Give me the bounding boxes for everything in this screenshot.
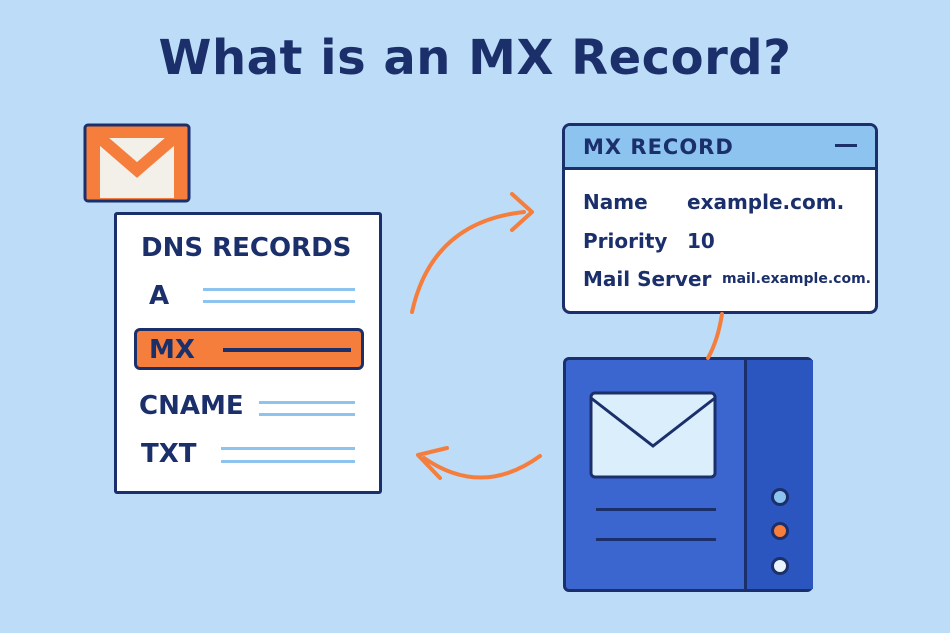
- mx-record-window: MX RECORD Name example.com. Priority 10 …: [562, 123, 878, 314]
- field-value-mail-server: mail.example.com.: [722, 271, 871, 287]
- arrow-icon: [416, 446, 449, 480]
- record-line: [221, 460, 355, 463]
- arrow-icon: [510, 192, 534, 232]
- record-label-mx: MX: [149, 335, 195, 365]
- status-light-icon: [771, 522, 789, 540]
- envelope-icon: [589, 391, 717, 479]
- arrow-icon: [422, 454, 542, 480]
- record-line: [203, 300, 355, 303]
- record-label-cname: CNAME: [139, 391, 244, 421]
- field-label-priority: Priority: [583, 229, 668, 253]
- field-label-mail-server: Mail Server: [583, 267, 712, 291]
- record-line: [203, 288, 355, 291]
- server-side-panel: [744, 360, 813, 589]
- record-line: [259, 401, 355, 404]
- minimize-icon: [835, 144, 857, 147]
- dns-records-panel: DNS RECORDS A MX CNAME TXT: [114, 212, 382, 494]
- record-label-txt: TXT: [141, 439, 197, 469]
- status-light-icon: [771, 557, 789, 575]
- record-line: [223, 348, 351, 352]
- record-line: [259, 413, 355, 416]
- field-label-name: Name: [583, 190, 648, 214]
- connector-line: [706, 312, 724, 360]
- mx-record-title: MX RECORD: [583, 135, 734, 159]
- mx-record-titlebar: MX RECORD: [565, 126, 875, 170]
- server-line: [596, 538, 716, 541]
- field-value-priority: 10: [687, 229, 715, 253]
- field-value-name: example.com.: [687, 190, 845, 214]
- record-line: [221, 447, 355, 450]
- arrow-icon: [410, 210, 526, 314]
- record-row-mx: MX: [134, 328, 364, 370]
- status-light-icon: [771, 488, 789, 506]
- server-line: [596, 508, 716, 511]
- mail-server: [563, 357, 813, 592]
- record-label-a: A: [149, 281, 170, 311]
- dns-records-heading: DNS RECORDS: [141, 233, 352, 263]
- gmail-icon: [83, 123, 191, 203]
- page-title: What is an MX Record?: [158, 30, 792, 86]
